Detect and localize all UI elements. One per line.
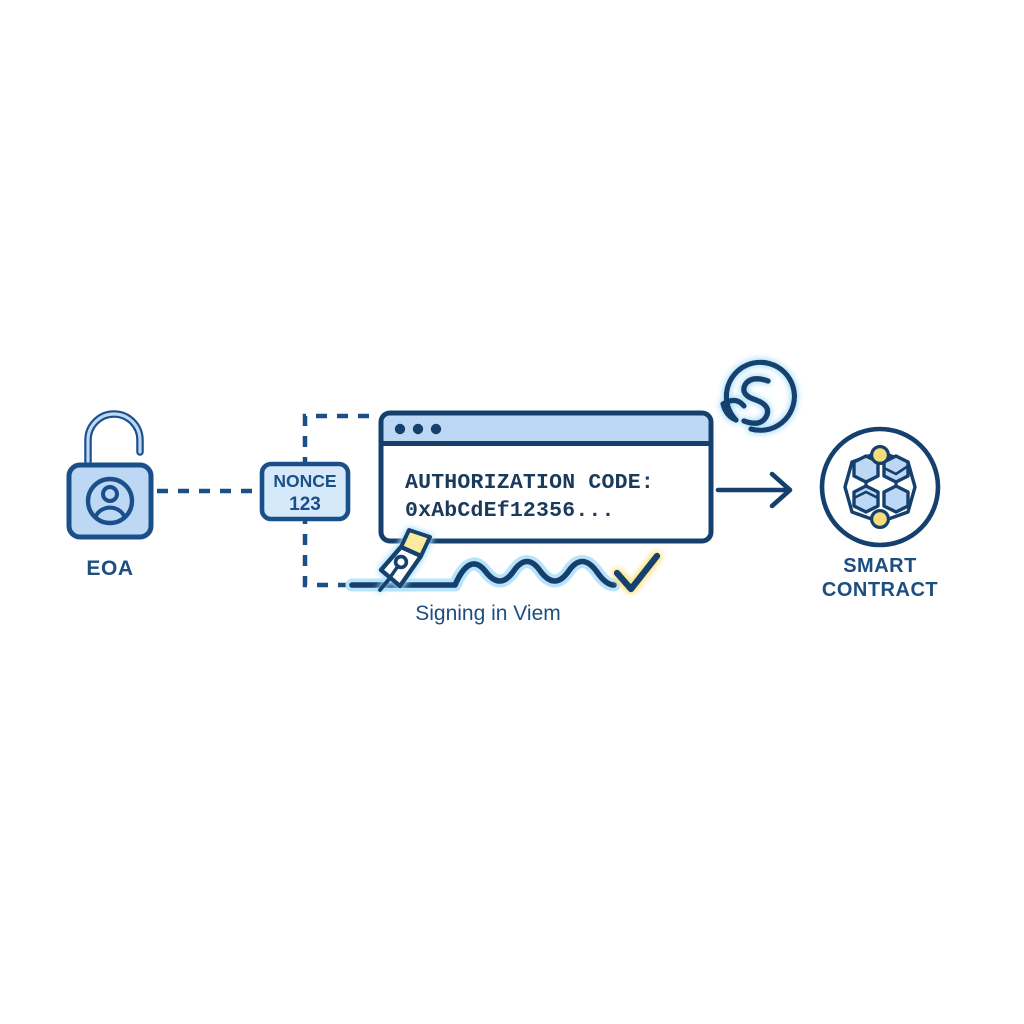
nonce-value: 123 [289,494,321,515]
smart-contract-label-line1: SMART [843,555,917,577]
arrow-to-smart-contract [715,471,793,509]
authorization-code-label: AUTHORIZATION CODE: [405,471,654,495]
window-dot-3 [430,423,442,435]
fountain-pen-nib-icon [378,528,432,592]
window-dot-1 [394,423,406,435]
browser-window: AUTHORIZATION CODE: 0xAbCdEf12356... [378,410,714,544]
browser-title-bar [383,415,709,443]
nonce-label-line1: NONCE [273,471,336,491]
padlock-icon [66,410,154,540]
authorization-code-value: 0xAbCdEf12356... [405,499,615,523]
eoa-label: EOA [86,557,133,580]
signing-caption: Signing in Viem [415,602,561,625]
signing-group: Signing in Viem [345,528,661,625]
smart-contract-label-line2: CONTRACT [822,579,938,601]
network-node-bottom [869,509,890,530]
signature-wave [349,558,617,588]
window-dot-2 [412,423,424,435]
connector-nonce-bracket [302,413,372,588]
window-dots [394,423,442,435]
check-mark-icon [613,552,661,593]
network-node-top [869,445,890,466]
blockchain-network-icon [843,445,917,530]
nonce-chip: NONCE 123 [259,461,351,522]
smart-contract-circle [819,426,941,548]
smart-contract-node: SMART CONTRACT [819,426,941,601]
viem-logo-icon [720,359,797,433]
eoa-node: EOA [66,410,154,580]
avatar-icon [85,476,135,526]
